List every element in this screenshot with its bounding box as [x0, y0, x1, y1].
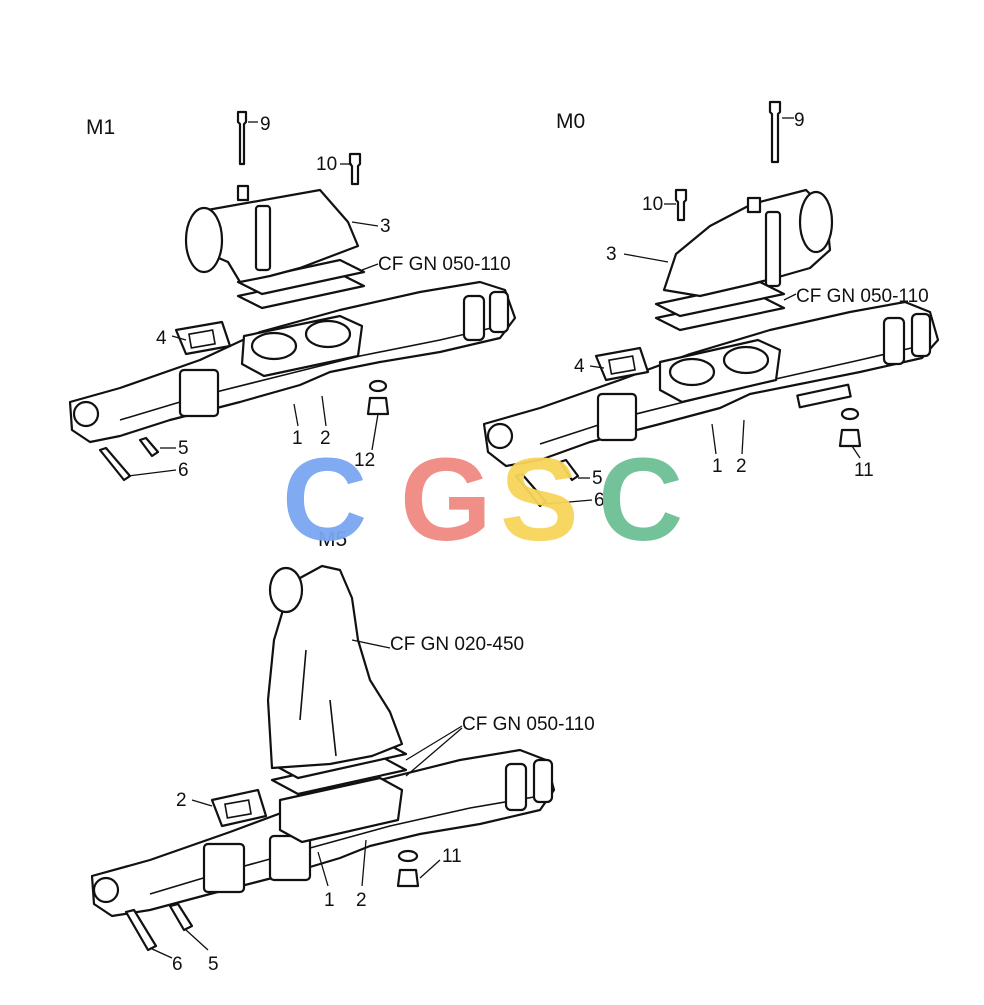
- m0-bolt-9: [768, 100, 782, 164]
- m0-bolt-10: [674, 188, 688, 222]
- watermark-letter-g: G: [400, 434, 492, 566]
- m0-ref-gasket-kit: CF GN 050-110: [796, 286, 929, 307]
- m0-stud-6: [514, 472, 548, 508]
- watermark-letter-s: S: [500, 434, 579, 566]
- m1-gasket-4: [174, 320, 232, 356]
- m0-plug-11: [838, 428, 862, 448]
- watermark-letter-c1: C: [282, 434, 367, 566]
- m1-label-6: 6: [178, 460, 189, 481]
- m5-plug-11: [396, 868, 420, 888]
- m1-label-3: 3: [380, 216, 391, 237]
- m5-title: M5: [318, 528, 347, 551]
- m5-label-1: 1: [324, 890, 335, 911]
- m0-label-1: 1: [712, 456, 723, 477]
- m1-label-4: 4: [156, 328, 167, 349]
- m1-stud-6: [98, 446, 132, 482]
- m5-label-2: 2: [356, 890, 367, 911]
- m5-label-11: 11: [442, 846, 462, 867]
- watermark-letter-c2: C: [598, 434, 683, 566]
- m0-gasket-4: [594, 346, 650, 382]
- m0-label-2: 2: [736, 456, 747, 477]
- m1-bolt-9: [236, 110, 248, 166]
- m0-title: M0: [556, 110, 585, 133]
- m0-label-4: 4: [574, 356, 585, 377]
- m1-ref-gasket-kit: CF GN 050-110: [378, 254, 511, 275]
- m5-riser: [266, 564, 404, 770]
- m0-label-11: 11: [854, 460, 874, 481]
- m0-stud-5: [558, 458, 580, 482]
- m5-stud-6: [124, 908, 158, 952]
- assembly-m0: M0 9 10 3 CF GN 050-110 4 5 6 1 2 11: [482, 100, 940, 511]
- m0-label-10: 10: [642, 194, 663, 215]
- m5-ref-gasket-kit: CF GN 050-110: [462, 714, 595, 735]
- m1-label-1: 1: [292, 428, 303, 449]
- m0-label-9: 9: [794, 110, 805, 131]
- m5-label-4: 2: [176, 790, 187, 811]
- m0-label-6: 6: [594, 490, 605, 511]
- m1-title: M1: [86, 116, 115, 139]
- m5-stud-5: [168, 902, 194, 932]
- m1-plug-12: [366, 396, 390, 416]
- m1-stud-5: [138, 436, 160, 458]
- assembly-m5: M5 CF GN 020-450 CF GN 050-110 2 1 2 11 …: [90, 528, 595, 975]
- m1-label-9: 9: [260, 114, 271, 135]
- m5-gasket-4: [210, 788, 268, 828]
- m1-elbow: [194, 188, 360, 284]
- watermark: C G S C: [282, 434, 683, 566]
- m5-label-5: 5: [208, 954, 219, 975]
- m1-label-12: 12: [354, 450, 375, 471]
- assembly-m1: M1 9 10 3 CF GN 050-110 4 5 6 1 2 12: [68, 110, 517, 482]
- m1-label-5: 5: [178, 438, 189, 459]
- m0-label-3: 3: [606, 244, 617, 265]
- m1-label-10: 10: [316, 154, 337, 175]
- m5-flange: [278, 776, 404, 844]
- m5-label-6: 6: [172, 954, 183, 975]
- m1-bolt-10: [348, 152, 362, 186]
- m1-label-2: 2: [320, 428, 331, 449]
- m1-gasket-b: [236, 258, 366, 296]
- m5-ref-riser: CF GN 020-450: [390, 634, 524, 655]
- m0-label-5: 5: [592, 468, 603, 489]
